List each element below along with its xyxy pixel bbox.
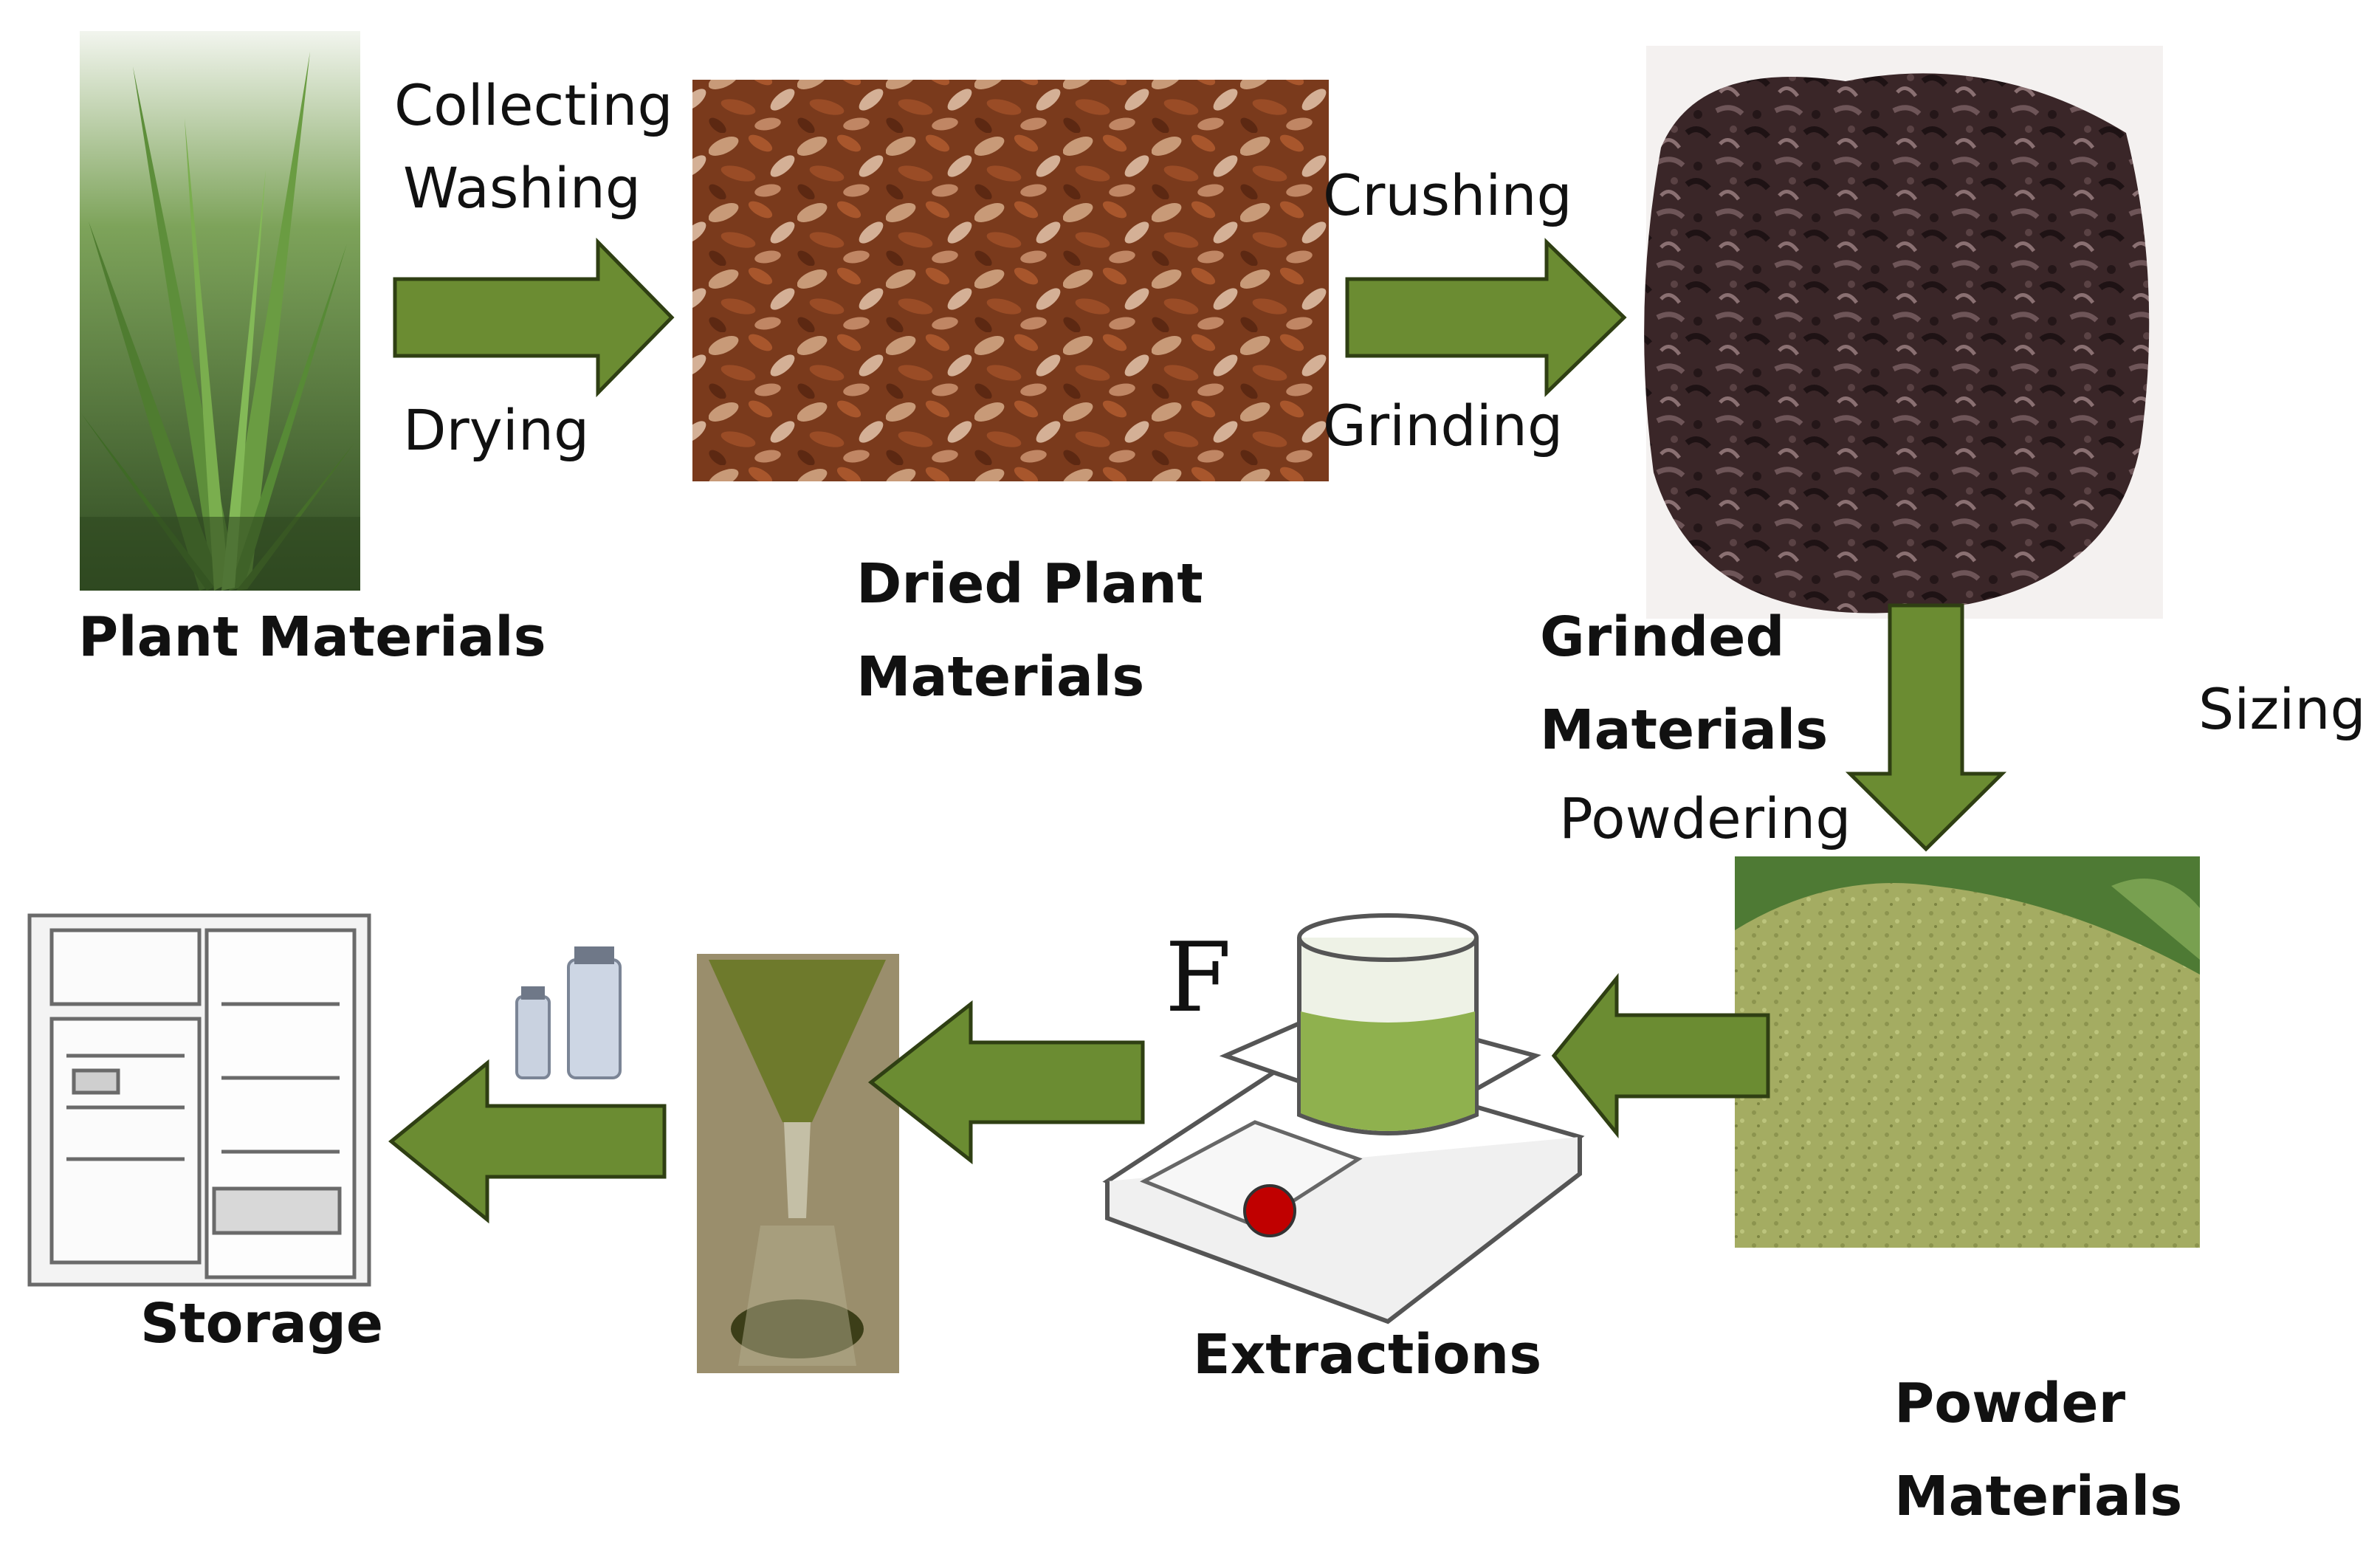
arrow-left-extraction	[1551, 972, 1770, 1139]
caption-plant-materials: Plant Materials	[78, 605, 546, 669]
arrow-right-drying	[393, 237, 675, 398]
powder-material-image	[1735, 856, 2200, 1248]
refrigerator-image	[27, 913, 371, 1287]
arrow-right-grinding	[1345, 238, 1627, 397]
step-powdering: Powdering	[1559, 786, 1851, 851]
stray-glyph: F	[1165, 921, 1232, 1034]
aloe-plant-image	[80, 31, 360, 591]
stirrer-beaker-image	[1102, 913, 1585, 1324]
caption-grinded-line2: Materials	[1540, 698, 1829, 762]
arrow-left-filtration	[867, 1000, 1145, 1165]
dried-plant-image	[692, 80, 1329, 481]
caption-grinded-materials: Grinded Materials	[1540, 591, 1828, 777]
arrow-left-storage	[388, 1059, 667, 1224]
step-collecting: Collecting	[394, 72, 673, 138]
arrow-down-powdering	[1845, 603, 2007, 852]
caption-powder-line1: Powder	[1894, 1372, 2126, 1435]
step-drying: Drying	[403, 397, 590, 463]
caption-dried-plant-line2: Materials	[856, 645, 1145, 709]
caption-dried-plant-line1: Dried Plant	[856, 552, 1203, 616]
grinded-material-image	[1644, 46, 2163, 619]
filtration-flask-image	[697, 954, 899, 1373]
caption-storage: Storage	[140, 1292, 384, 1355]
step-grinding: Grinding	[1323, 393, 1564, 458]
caption-powder-materials: Powder Materials	[1894, 1357, 2182, 1543]
caption-dried-plant: Dried Plant Materials	[856, 537, 1203, 724]
caption-powder-line2: Materials	[1894, 1465, 2183, 1528]
step-crushing: Crushing	[1323, 162, 1572, 228]
vials-image	[515, 946, 622, 1079]
step-sizing: Sizing	[2198, 676, 2366, 742]
caption-grinded-line1: Grinded	[1540, 605, 1785, 669]
step-washing: Washing	[403, 155, 642, 221]
caption-extractions: Extractions	[1193, 1323, 1542, 1386]
